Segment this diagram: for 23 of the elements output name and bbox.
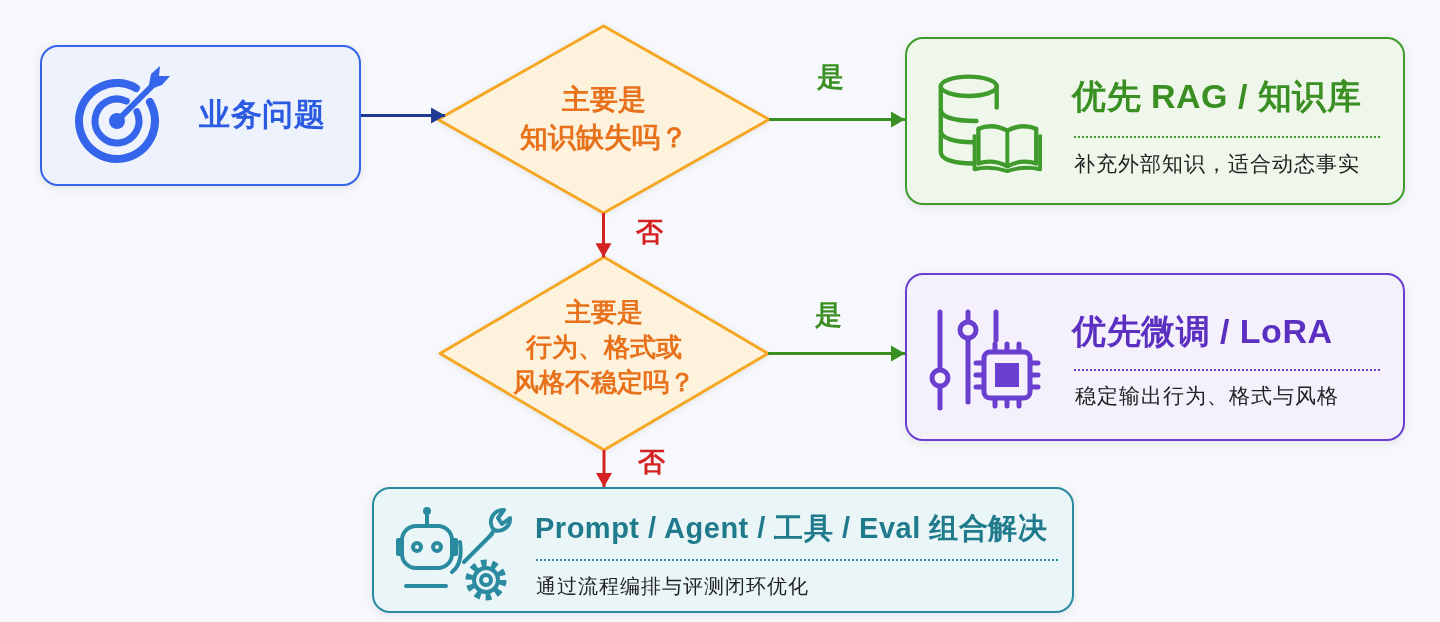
box-title: Prompt / Agent / 工具 / Eval 组合解决 xyxy=(535,511,1048,545)
arrow xyxy=(768,345,905,362)
question-text: 主要是知识缺失吗？ xyxy=(519,82,688,155)
box-description: 稳定输出行为、格式与风格 xyxy=(1075,383,1339,409)
process-box xyxy=(372,487,1074,613)
arrow xyxy=(769,111,905,128)
decision-diamond xyxy=(435,23,772,216)
arrow xyxy=(361,107,446,124)
box-label: 业务问题 xyxy=(199,98,325,132)
arrow xyxy=(595,213,612,258)
box-description: 补充外部知识，适合动态事实 xyxy=(1074,151,1360,177)
arrow xyxy=(596,450,612,487)
edge-label: 是 xyxy=(816,62,844,92)
process-box xyxy=(905,37,1405,205)
box-description: 通过流程编排与评测闭环优化 xyxy=(536,574,809,598)
box-title: 优先微调 / LoRA xyxy=(1072,311,1333,351)
process-box xyxy=(40,45,361,186)
edge-label: 否 xyxy=(635,217,663,247)
box-title: 优先 RAG / 知识库 xyxy=(1072,76,1362,116)
process-box xyxy=(905,273,1405,441)
question-text: 主要是行为、格式或风格不稳定吗？ xyxy=(513,295,695,398)
edge-label: 是 xyxy=(814,300,842,330)
edge-label: 否 xyxy=(637,447,665,477)
